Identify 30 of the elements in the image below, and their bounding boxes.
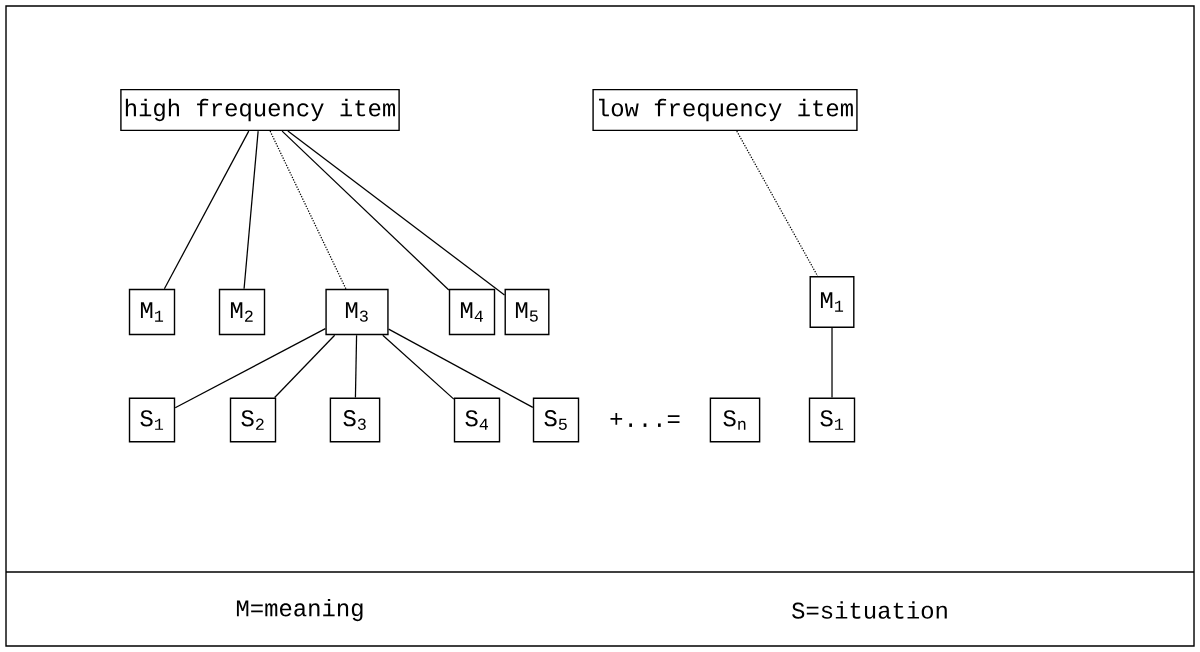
connector-line	[831, 327, 833, 399]
item-box: high frequency item	[120, 88, 400, 132]
connector-line	[269, 130, 347, 290]
symbol-box: S$_{n}$	[709, 397, 761, 443]
connector-line	[274, 334, 336, 399]
symbol-box: M$_{1}$	[809, 276, 855, 329]
operator-text: +...=	[610, 413, 680, 427]
symbol-box: M$_{4}$	[448, 288, 496, 336]
symbol-box: M$_{3}$	[325, 288, 389, 336]
connector-line	[382, 334, 455, 400]
connector-line	[243, 130, 259, 290]
connector-line	[174, 328, 326, 409]
symbol-box: M$_{5}$	[504, 288, 550, 336]
symbol-box: S$_{4}$	[453, 397, 501, 443]
connector-line	[287, 130, 506, 296]
connector-line	[163, 130, 250, 290]
symbol-box: S$_{3}$	[329, 397, 381, 443]
connector-line	[281, 130, 450, 291]
symbol-box: S$_{2}$	[229, 397, 277, 443]
key-text: S=situation	[792, 601, 947, 619]
connector-line	[736, 130, 819, 277]
symbol-box: S$_{1}$	[808, 397, 856, 443]
symbol-box: M$_{2}$	[218, 288, 266, 336]
connector-line	[354, 334, 358, 399]
symbol-box: M$_{1}$	[128, 288, 176, 336]
symbol-box: S$_{5}$	[532, 397, 580, 443]
key-text: M=meaning	[236, 598, 363, 622]
symbol-box: S$_{1}$	[128, 397, 176, 443]
connector-line	[388, 328, 534, 409]
item-box: low frequency item	[592, 88, 858, 132]
